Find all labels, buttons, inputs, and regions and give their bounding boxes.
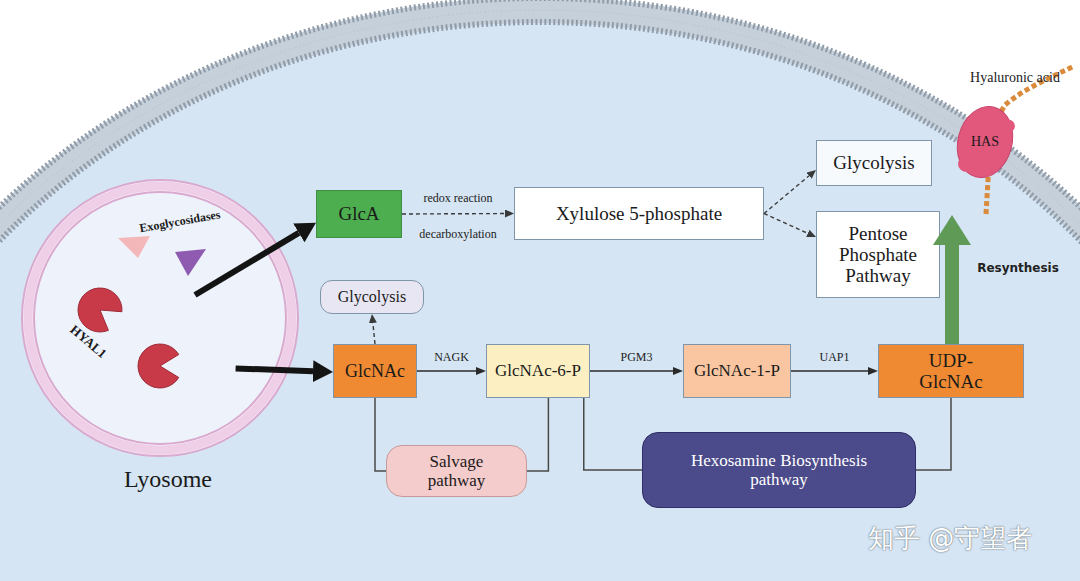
cell-membrane	[0, 10, 1080, 581]
metabolite-box: GlcA	[316, 190, 402, 238]
has-enzyme	[997, 119, 1015, 133]
lysosome-organelle: ExoglycosidasesHYAL1Lyosome	[20, 178, 300, 458]
connector-arrow	[375, 398, 386, 471]
connector-arrow	[417, 370, 476, 371]
box-text: UDP-GlcNAc	[915, 350, 987, 393]
exoglycosidase-symbol	[118, 236, 150, 258]
box-text: Glycolysis	[833, 152, 914, 173]
box-text: GlcNAc-1-P	[694, 361, 780, 380]
metabolite-box: GlcNAc-6-P	[486, 344, 590, 398]
connector-arrow	[402, 213, 505, 215]
connector-arrow	[373, 323, 375, 344]
connector-arrow	[764, 176, 809, 214]
connector-arrow	[791, 370, 868, 371]
connector-arrow	[195, 233, 299, 295]
exoglycosidase-symbol	[175, 249, 206, 276]
edge-label: UAP1	[819, 350, 849, 365]
connector-arrow	[236, 368, 313, 371]
molecule-label: Hyaluronic acid	[970, 70, 1060, 86]
hyal1-symbol	[78, 288, 122, 332]
metabolite-box: Xylulose 5-phosphate	[514, 187, 764, 240]
pathway-box: Hexosamine Biosynthesis pathway	[642, 432, 916, 508]
box-text: Pentose Phosphate Pathway	[823, 223, 933, 287]
pathway-box: Glycolysis	[320, 280, 424, 314]
edge-label: redox reaction	[424, 190, 493, 205]
lysosome-membrane	[28, 186, 292, 450]
box-text: GlcNAc-6-P	[495, 361, 581, 380]
connector-arrow	[527, 398, 548, 471]
watermark: 知乎 @守望者	[868, 521, 1032, 556]
pathway-box: Glycolysis	[816, 140, 932, 186]
reaction-label: decarboxylation	[419, 227, 496, 242]
box-text: Xylulose 5-phosphate	[556, 203, 722, 224]
connector-arrow	[916, 398, 951, 470]
connector-arrow	[945, 245, 959, 344]
box-text: Glycolysis	[338, 288, 406, 306]
metabolite-box: GlcNAc	[333, 344, 417, 398]
box-text: GlcA	[338, 203, 379, 224]
box-text: Salvage pathway	[412, 452, 502, 490]
connector-arrow	[584, 398, 642, 470]
lysosome-lumen	[34, 192, 286, 444]
lipid-heads-inner	[0, 22, 1080, 581]
lipid-tails	[0, 10, 1080, 581]
box-text: Hexosamine Biosynthesis pathway	[662, 451, 897, 489]
pathway-box: Salvage pathway	[386, 445, 527, 497]
edge-label: PGM3	[620, 350, 652, 365]
enzyme-label: HAS	[971, 134, 999, 150]
edge-label: NAGK	[434, 350, 469, 365]
metabolite-box: GlcNAc-1-P	[683, 344, 791, 398]
lysosome-membrane	[22, 180, 298, 456]
box-text: GlcNAc	[345, 361, 405, 381]
connector-arrow	[590, 370, 673, 371]
enzyme-protein: HAS	[940, 100, 1020, 215]
pathway-box: Pentose Phosphate Pathway	[816, 211, 940, 298]
hyal1-symbol	[138, 344, 179, 388]
has-enzyme	[958, 156, 976, 172]
connector-arrow	[764, 214, 808, 234]
organelle-label: Lyosome	[124, 466, 212, 493]
has-enzyme	[950, 100, 1021, 184]
metabolite-box: UDP-GlcNAc	[878, 344, 1024, 398]
edge-label: Resynthesis	[977, 261, 1059, 275]
has-outline	[940, 100, 1080, 380]
